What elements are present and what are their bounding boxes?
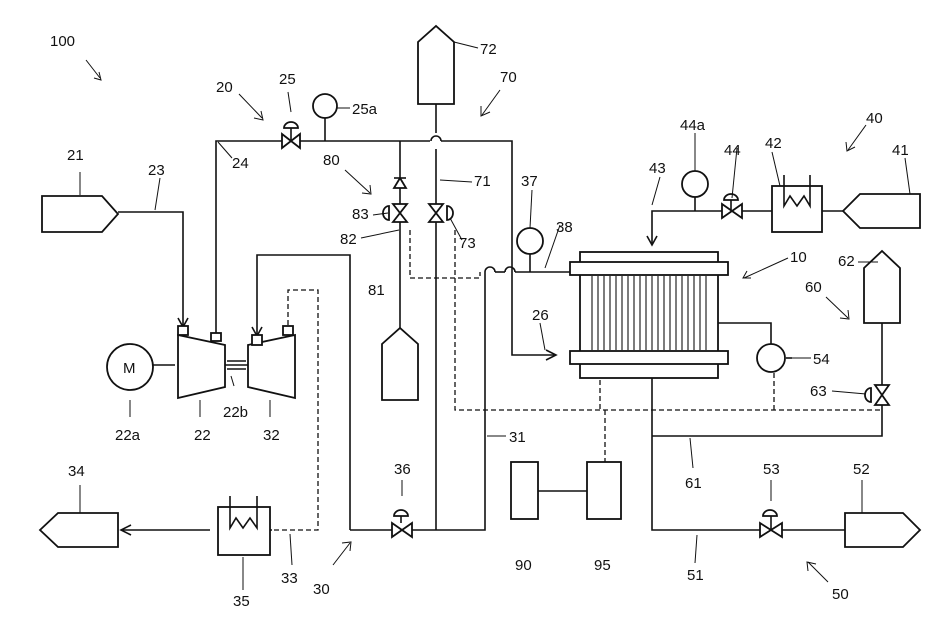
- tank-72: [418, 26, 454, 104]
- label-63: 63: [810, 383, 827, 400]
- label-38: 38: [556, 219, 573, 236]
- label-53: 53: [763, 461, 780, 478]
- label-30: 30: [313, 581, 330, 598]
- label-62: 62: [838, 253, 855, 270]
- label-100: 100: [50, 33, 75, 50]
- leaders: [80, 42, 910, 590]
- label-52: 52: [853, 461, 870, 478]
- heat-exchanger-35: [218, 507, 270, 555]
- label-95: 95: [594, 557, 611, 574]
- source-21: [42, 196, 118, 232]
- label-31: 31: [509, 429, 526, 446]
- tank-81: [382, 328, 418, 400]
- label-80: 80: [323, 152, 340, 169]
- gauge-37: [517, 228, 543, 254]
- fuel-cell-stack: [570, 252, 728, 378]
- compressor-22: [178, 335, 225, 398]
- label-70: 70: [500, 69, 517, 86]
- label-25a: 25a: [352, 101, 378, 118]
- label-44a: 44a: [680, 117, 706, 134]
- label-60: 60: [805, 279, 822, 296]
- label-83: 83: [352, 206, 369, 223]
- controller-95: [587, 462, 621, 519]
- source-52: [845, 513, 920, 547]
- label-M: M: [123, 360, 136, 377]
- gauge-54: [757, 344, 785, 372]
- label-20: 20: [216, 79, 233, 96]
- label-73: 73: [459, 235, 476, 252]
- label-71: 71: [474, 173, 491, 190]
- label-81: 81: [368, 282, 385, 299]
- label-10: 10: [790, 249, 807, 266]
- label-50: 50: [832, 586, 849, 603]
- label-51: 51: [687, 567, 704, 584]
- gauge-44a: [682, 171, 708, 197]
- label-25: 25: [279, 71, 296, 88]
- label-42: 42: [765, 135, 782, 152]
- label-90: 90: [515, 557, 532, 574]
- label-72: 72: [480, 41, 497, 58]
- label-41: 41: [892, 142, 909, 159]
- label-32: 32: [263, 427, 280, 444]
- label-36: 36: [394, 461, 411, 478]
- label-61: 61: [685, 475, 702, 492]
- label-24: 24: [232, 155, 249, 172]
- label-35: 35: [233, 593, 250, 610]
- label-34: 34: [68, 463, 85, 480]
- label-44: 44: [724, 142, 741, 159]
- label-22: 22: [194, 427, 211, 444]
- controller-90: [511, 462, 538, 519]
- gauge-25a: [313, 94, 337, 118]
- outlet-34: [40, 513, 118, 547]
- source-41: [843, 194, 920, 228]
- label-22b: 22b: [223, 404, 248, 421]
- label-54: 54: [813, 351, 830, 368]
- label-33: 33: [281, 570, 298, 587]
- label-37: 37: [521, 173, 538, 190]
- label-21: 21: [67, 147, 84, 164]
- label-23: 23: [148, 162, 165, 179]
- label-82: 82: [340, 231, 357, 248]
- label-22a: 22a: [115, 427, 141, 444]
- label-26: 26: [532, 307, 549, 324]
- tanks: [40, 26, 920, 547]
- label-43: 43: [649, 160, 666, 177]
- heat-exchanger-42: [772, 186, 822, 232]
- label-40: 40: [866, 110, 883, 127]
